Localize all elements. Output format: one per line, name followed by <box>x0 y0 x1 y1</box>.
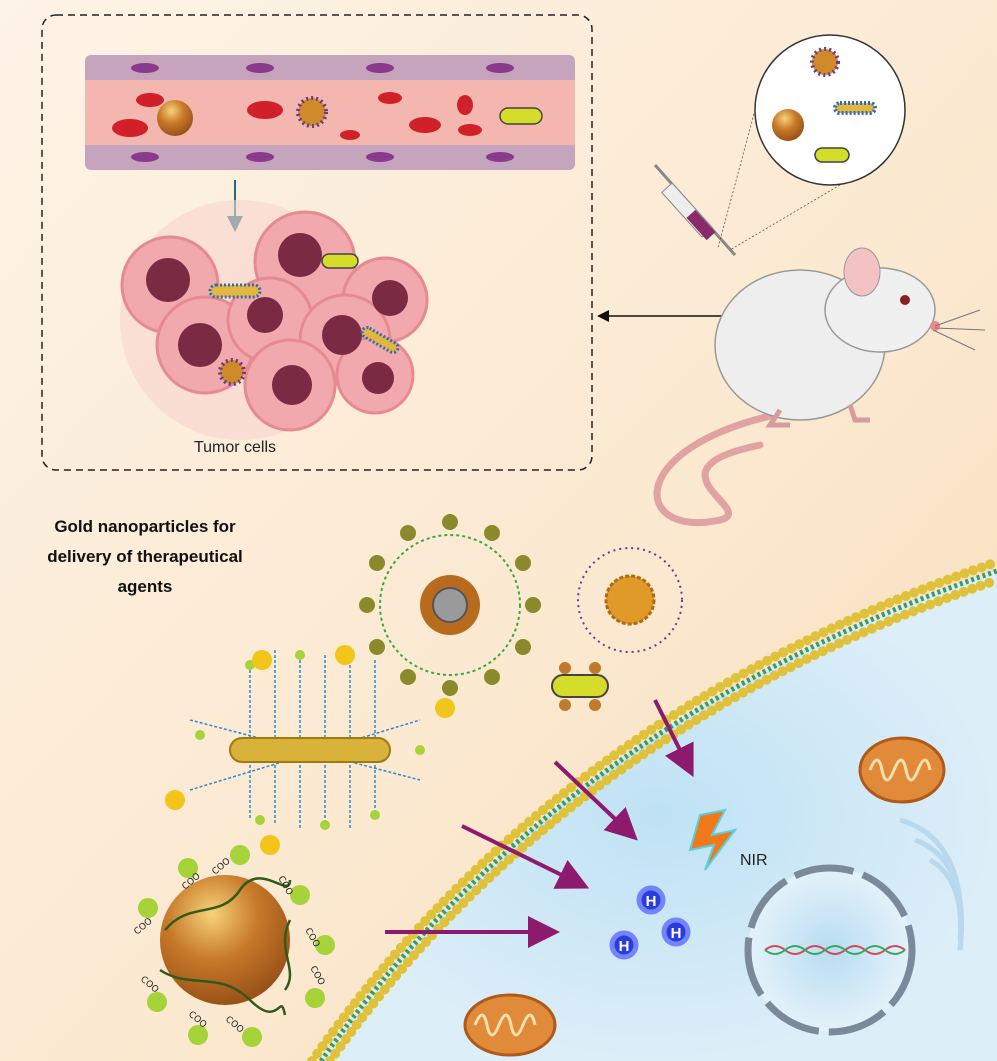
cell-membrane-inner <box>325 575 997 1061</box>
blood-vessel <box>85 55 575 170</box>
hydrogen-atoms: H H H <box>609 885 691 960</box>
core-shell-nanoparticle <box>359 514 541 696</box>
delivery-arrows <box>385 699 694 948</box>
cell-membrane-outer <box>307 557 997 1061</box>
diagram-title: Gold nanoparticles for delivery of thera… <box>47 517 243 596</box>
gold-cluster-nanoparticle <box>577 547 683 653</box>
title-line-2: delivery of therapeutical <box>47 547 243 566</box>
mitochondrion <box>858 736 946 804</box>
tumor-inset-box <box>41 14 593 471</box>
nanocapsule-particle <box>551 662 609 711</box>
nanoparticle-inset-circle <box>717 34 906 251</box>
tumor-cells-label: Tumor cells <box>194 439 276 456</box>
hydrogen-label: H <box>646 893 657 910</box>
syringe-icon <box>653 164 737 256</box>
nucleus <box>744 864 916 1036</box>
golgi-apparatus <box>899 817 965 951</box>
title-line-1: Gold nanoparticles for <box>54 517 236 536</box>
nir-label: NIR <box>740 852 768 869</box>
mitochondrion <box>463 993 557 1057</box>
tumor-cells <box>120 200 429 440</box>
hydrogen-label: H <box>619 938 630 955</box>
nir-lightning-icon <box>688 808 738 871</box>
mouse-illustration <box>653 247 986 527</box>
hydrogen-label: H <box>671 925 682 942</box>
title-line-3: agents <box>118 577 173 596</box>
gold-nanorod <box>165 645 455 855</box>
